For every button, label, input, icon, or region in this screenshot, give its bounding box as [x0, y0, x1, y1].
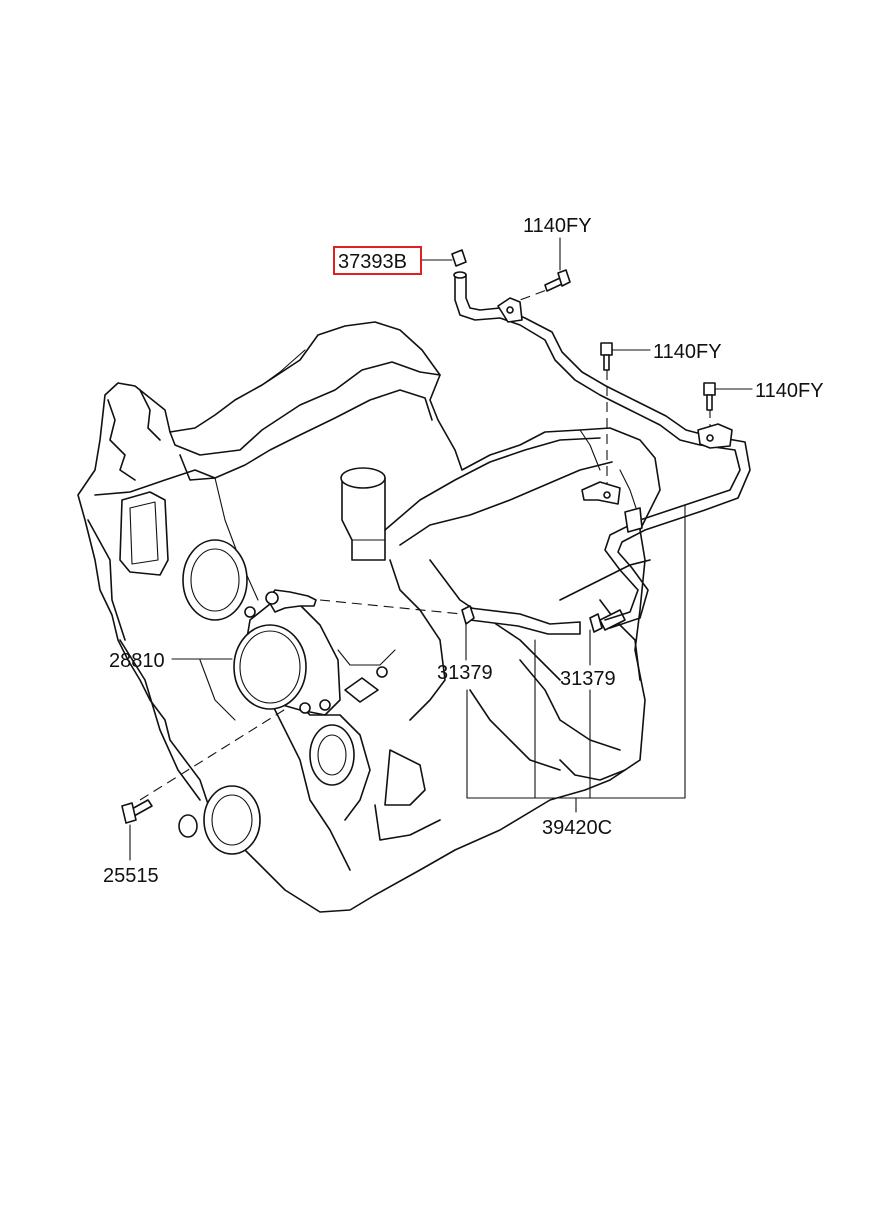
label-1140fy-top[interactable]: 1140FY [523, 215, 592, 237]
label-28810[interactable]: 28810 [109, 650, 165, 672]
label-37393b[interactable]: 37393B [338, 251, 407, 273]
label-25515[interactable]: 25515 [103, 865, 159, 887]
engine-block [77, 321, 661, 913]
label-31379-right[interactable]: 31379 [560, 668, 616, 690]
label-39420c[interactable]: 39420C [542, 817, 612, 839]
label-31379-left[interactable]: 31379 [437, 662, 493, 684]
highlight-box [333, 246, 422, 275]
label-1140fy-right[interactable]: 1140FY [755, 380, 824, 402]
vacuum-hose-front [461, 605, 626, 635]
label-1140fy-middle[interactable]: 1140FY [653, 341, 722, 363]
vacuum-pump [233, 589, 341, 716]
label-leaders [129, 237, 753, 861]
vacuum-pipe [451, 249, 751, 629]
part-labels: 37393B 1140FY 1140FY 1140FY 28810 31379 … [103, 215, 824, 887]
bolt-icon [121, 269, 716, 824]
